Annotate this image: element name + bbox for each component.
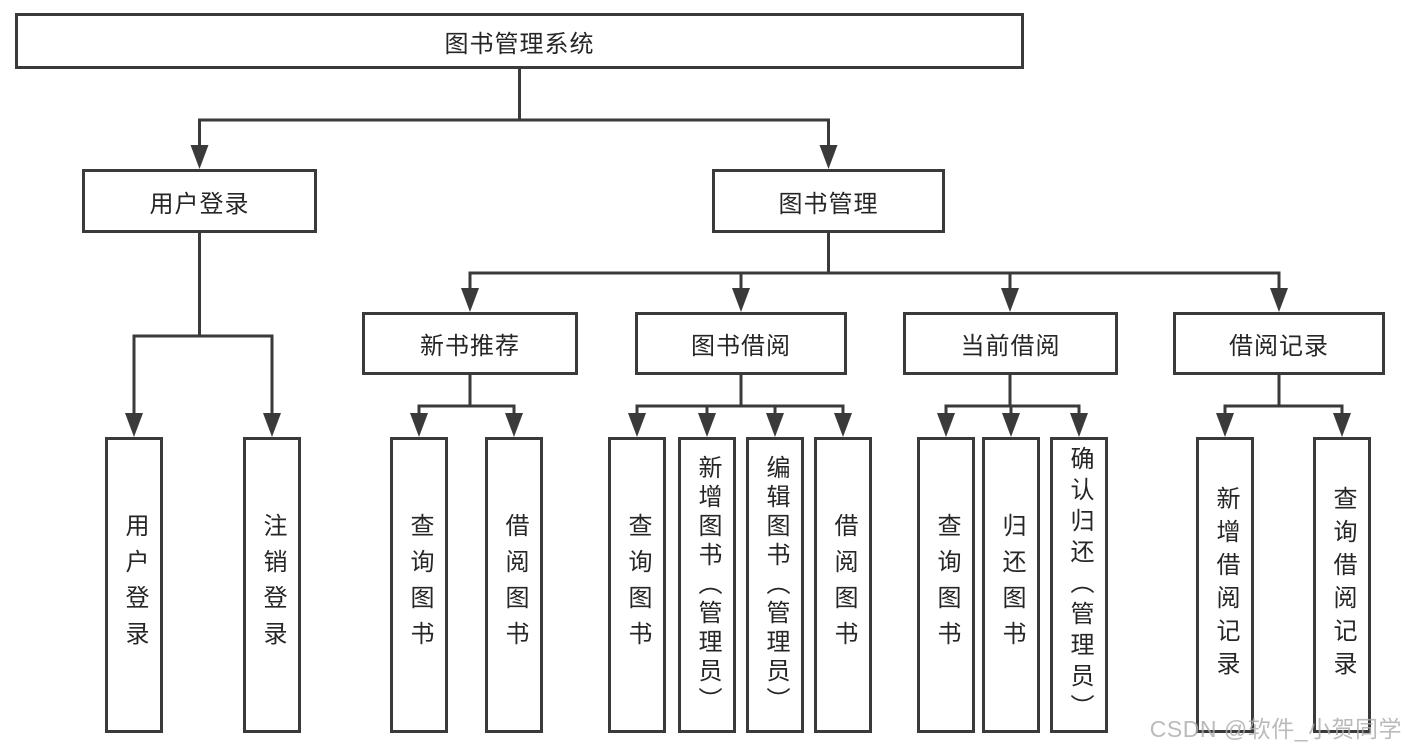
node-current-borrow: 当前借阅 xyxy=(903,312,1118,375)
leaf-label: 注销登录 xyxy=(259,513,286,657)
leaf-logout-login: 注销登录 xyxy=(243,437,301,733)
connector-book-borrow-to-leaves xyxy=(628,375,852,437)
leaf-edit-books-admin: 编辑图书（管理员） xyxy=(746,437,804,733)
leaf-confirm-return-admin: 确认归还（管理员） xyxy=(1050,437,1108,733)
node-new-book-recommend: 新书推荐 xyxy=(362,312,578,375)
leaf-label: 借阅图书 xyxy=(830,513,857,657)
connector-book-management-to-level2 xyxy=(461,233,1288,312)
node-user-login: 用户登录 xyxy=(82,169,317,233)
leaf-add-borrow-record: 新增借阅记录 xyxy=(1196,437,1254,733)
leaf-query-books-current: 查询图书 xyxy=(917,437,975,733)
leaf-label: 查询借阅记录 xyxy=(1329,486,1356,684)
leaf-label: 查询图书 xyxy=(624,513,651,657)
leaf-query-books-borrow: 查询图书 xyxy=(608,437,666,733)
leaf-query-borrow-record: 查询借阅记录 xyxy=(1313,437,1371,733)
node-book-management: 图书管理 xyxy=(712,169,945,233)
leaf-label: 用户登录 xyxy=(121,513,148,657)
leaf-user-login: 用户登录 xyxy=(105,437,163,733)
leaf-label: 新增借阅记录 xyxy=(1212,486,1239,684)
leaf-borrow-books: 借阅图书 xyxy=(814,437,872,733)
connector-borrow-record-to-leaves xyxy=(1216,375,1351,437)
leaf-return-books: 归还图书 xyxy=(982,437,1040,733)
node-label: 图书管理系统 xyxy=(444,30,595,58)
node-label: 当前借阅 xyxy=(960,333,1061,360)
leaf-label: 新增图书（管理员） xyxy=(694,454,721,716)
node-root: 图书管理系统 xyxy=(15,13,1024,69)
leaf-label: 确认归还（管理员） xyxy=(1066,445,1093,725)
leaf-borrow-books-recommend: 借阅图书 xyxy=(485,437,543,733)
node-label: 新书推荐 xyxy=(420,333,520,360)
leaf-label: 查询图书 xyxy=(406,513,433,657)
connector-root-to-level1 xyxy=(190,69,838,169)
node-label: 用户登录 xyxy=(149,190,250,218)
leaf-add-books-admin: 新增图书（管理员） xyxy=(678,437,736,733)
leaf-label: 归还图书 xyxy=(998,513,1025,657)
node-label: 图书管理 xyxy=(778,190,879,218)
leaf-label: 编辑图书（管理员） xyxy=(762,454,789,716)
node-label: 图书借阅 xyxy=(691,333,791,360)
leaf-query-books-recommend: 查询图书 xyxy=(390,437,448,733)
connector-new-book-recommend-to-leaves xyxy=(410,375,523,437)
node-book-borrow: 图书借阅 xyxy=(635,312,847,375)
node-label: 借阅记录 xyxy=(1229,333,1329,360)
leaf-label: 借阅图书 xyxy=(501,513,528,657)
connector-current-borrow-to-leaves xyxy=(937,375,1088,437)
leaf-label: 查询图书 xyxy=(933,513,960,657)
node-borrow-record: 借阅记录 xyxy=(1173,312,1385,375)
connector-user-login-to-leaves xyxy=(125,233,281,437)
csdn-watermark: CSDN @软件_小贺同学 xyxy=(1149,716,1402,742)
